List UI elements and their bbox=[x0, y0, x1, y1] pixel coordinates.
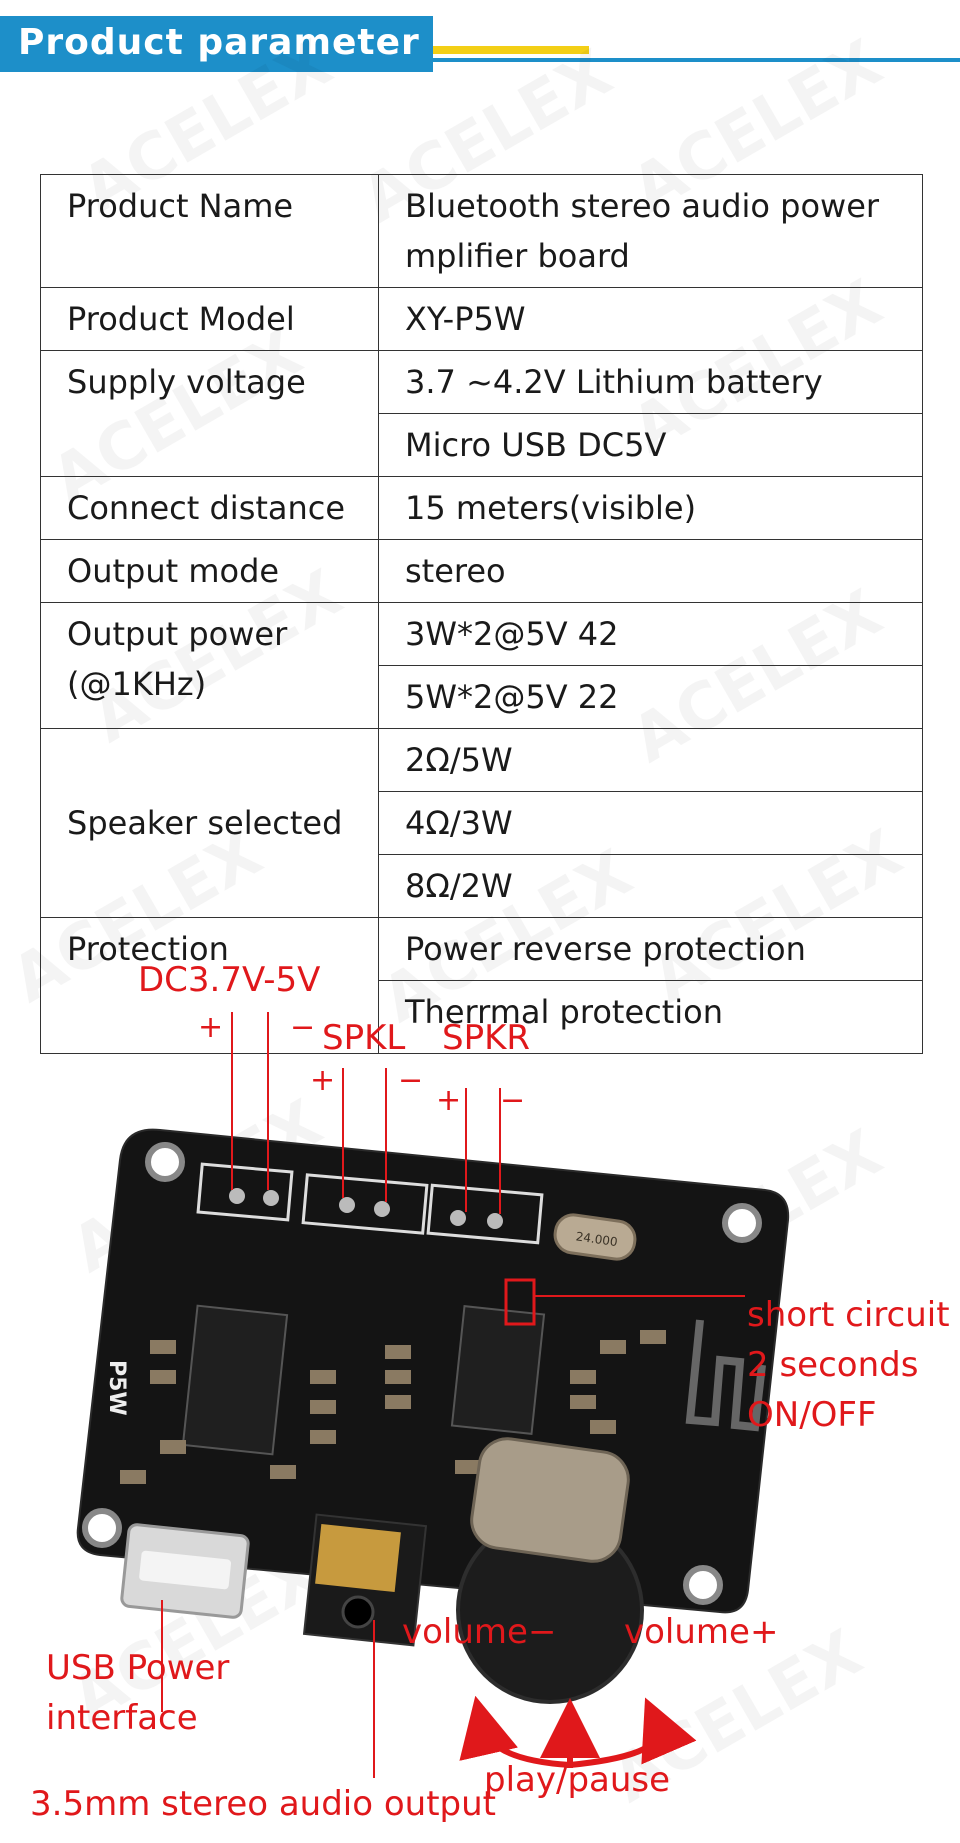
terminal-outline bbox=[196, 1162, 294, 1222]
pcb-antenna bbox=[685, 1319, 766, 1432]
table-row: 5W*2@5V 22 bbox=[41, 665, 923, 729]
table-row: Product Model XY-P5W bbox=[40, 287, 923, 351]
table-row: Output mode stereo bbox=[40, 539, 923, 603]
dc-plus-sign: + bbox=[198, 1010, 224, 1045]
param-value: Bluetooth stereo audio power mplifier bo… bbox=[378, 174, 923, 288]
table-row: Product Name Bluetooth stereo audio powe… bbox=[40, 174, 923, 288]
section-title: Product parameter bbox=[18, 22, 420, 63]
param-name: Output power (@1KHz) bbox=[40, 602, 379, 729]
table-row: Therrmal protection bbox=[41, 980, 923, 1054]
param-name: Product Name bbox=[40, 174, 379, 288]
header-accent-blue bbox=[433, 58, 960, 62]
short-circuit-label: 2 seconds bbox=[747, 1345, 919, 1385]
param-value: XY-P5W bbox=[378, 287, 923, 351]
crystal-oscillator bbox=[553, 1213, 637, 1261]
mount-hole bbox=[145, 1142, 185, 1182]
param-value: 2Ω/5W bbox=[378, 728, 923, 792]
mount-hole bbox=[683, 1565, 723, 1605]
short-circuit-highlight bbox=[504, 1278, 536, 1326]
volume-minus-label: volume− bbox=[402, 1612, 557, 1652]
param-name: Connect distance bbox=[40, 476, 379, 540]
mount-hole bbox=[722, 1203, 762, 1243]
pad-spkl-minus bbox=[374, 1201, 390, 1217]
spkl-label: SPKL bbox=[322, 1018, 406, 1058]
spkl-minus-sign: − bbox=[398, 1063, 424, 1098]
terminal-outline bbox=[301, 1173, 429, 1235]
param-value: 3.7 ~4.2V Lithium battery bbox=[378, 350, 923, 414]
param-value: Therrmal protection bbox=[378, 980, 923, 1054]
pad-spkr-minus bbox=[487, 1213, 503, 1229]
table-row: Connect distance 15 meters(visible) bbox=[40, 476, 923, 540]
ic-chip bbox=[450, 1305, 546, 1435]
pad-dc-minus bbox=[263, 1190, 279, 1206]
param-value: Micro USB DC5V bbox=[378, 413, 923, 477]
table-row: Protection Power reverse protection bbox=[40, 917, 923, 1054]
param-name: Output mode bbox=[40, 539, 379, 603]
audio-output-label: 3.5mm stereo audio output bbox=[30, 1784, 497, 1824]
table-row: Micro USB DC5V bbox=[41, 413, 923, 477]
table-row: Speaker selected 2Ω/5W bbox=[40, 728, 923, 918]
spkl-plus-sign: + bbox=[310, 1063, 336, 1098]
param-value: stereo bbox=[378, 539, 923, 603]
header-accent-yellow bbox=[433, 46, 589, 54]
pad-spkl-plus bbox=[339, 1197, 355, 1213]
crystal-label: 24.000 bbox=[575, 1229, 619, 1249]
param-value: 15 meters(visible) bbox=[378, 476, 923, 540]
header-bar: Product parameter bbox=[0, 16, 433, 72]
spkr-minus-sign: − bbox=[500, 1083, 526, 1118]
parameter-table: Product Name Bluetooth stereo audio powe… bbox=[40, 174, 923, 1054]
spkr-plus-sign: + bbox=[436, 1083, 462, 1118]
usb-power-label: USB Power bbox=[46, 1648, 230, 1688]
pad-dc-plus bbox=[229, 1188, 245, 1204]
param-value: 4Ω/3W bbox=[378, 791, 923, 855]
mount-hole bbox=[82, 1508, 122, 1548]
param-name: Supply voltage bbox=[40, 350, 379, 477]
short-circuit-label: ON/OFF bbox=[747, 1395, 877, 1435]
board-silkscreen: P5W bbox=[104, 1360, 129, 1416]
dc-voltage-label: DC3.7V-5V bbox=[138, 960, 321, 1000]
board-illustration: 24.000 P5W bbox=[76, 1012, 790, 1778]
table-row: Supply voltage 3.7 ~4.2V Lithium battery bbox=[40, 350, 923, 477]
param-value: 5W*2@5V 22 bbox=[378, 665, 923, 729]
board-diagram: 24.000 P5W bbox=[0, 900, 960, 1843]
terminal-outline bbox=[426, 1183, 544, 1245]
param-name: Speaker selected bbox=[40, 728, 379, 918]
param-name: Product Model bbox=[40, 287, 379, 351]
spkr-label: SPKR bbox=[442, 1018, 531, 1058]
ic-chip bbox=[181, 1304, 289, 1456]
param-value: 3W*2@5V 42 bbox=[378, 602, 923, 666]
param-value: Power reverse protection bbox=[378, 917, 923, 981]
volume-plus-label: volume+ bbox=[624, 1612, 779, 1652]
pad-spkr-plus bbox=[450, 1210, 466, 1226]
table-row: Output power (@1KHz) 3W*2@5V 42 bbox=[40, 602, 923, 729]
short-circuit-label: short circuit bbox=[747, 1295, 950, 1335]
dc-minus-sign: − bbox=[290, 1010, 316, 1045]
table-row: 4Ω/3W bbox=[41, 791, 923, 855]
knob-casing bbox=[470, 1437, 630, 1563]
section-header: Product parameter bbox=[0, 16, 960, 74]
usb-power-label: interface bbox=[46, 1698, 198, 1738]
play-pause-label: play/pause bbox=[484, 1760, 671, 1800]
